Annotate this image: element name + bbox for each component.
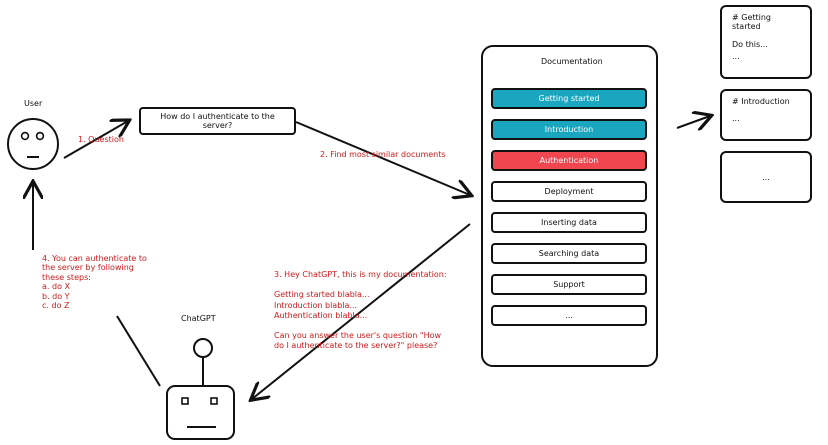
doc-item-getting-started: Getting started [491,88,647,109]
doc-item-inserting-data: Inserting data [491,212,647,233]
doc-card-body: ... [762,172,770,182]
chatgpt-robot-icon [166,338,235,440]
user-face-icon [7,118,59,170]
doc-item-label: Support [553,280,585,289]
doc-card-body: Do this... ... [732,40,768,61]
doc-card-title: # Getting started [732,13,772,31]
doc-card-title: # Introduction [732,97,790,106]
doc-card-more: ... [720,151,812,203]
arrow-user-to-question [63,121,128,159]
doc-item-label: Inserting data [541,218,597,227]
doc-item-authentication: Authentication [491,150,647,171]
doc-card-introduction: # Introduction ... [720,89,812,141]
doc-item-more: ... [491,305,647,326]
doc-card-body: ... [732,114,740,123]
doc-card-getting-started: # Getting started Do this... ... [720,5,812,79]
question-box: How do I authenticate to the server? [139,107,296,135]
doc-item-label: Deployment [544,187,594,196]
doc-item-deployment: Deployment [491,181,647,202]
doc-item-support: Support [491,274,647,295]
step4-label: 4. You can authenticate to the server by… [42,254,147,311]
doc-item-label: Getting started [538,94,600,103]
doc-item-introduction: Introduction [491,119,647,140]
user-label: User [24,99,43,108]
question-text: How do I authenticate to the server? [160,111,275,130]
doc-item-label: Authentication [539,156,599,165]
doc-item-searching-data: Searching data [491,243,647,264]
arrow-question-to-documentation [295,121,470,195]
doc-item-label: Introduction [544,125,594,134]
documentation-title: Documentation [541,57,603,66]
doc-item-label: Searching data [538,249,600,258]
arrow-documentation-to-cards [676,116,710,128]
step1-label: 1. Question [78,135,124,144]
step3-label: 3. Hey ChatGPT, this is my documentation… [274,270,447,351]
step2-label: 2. Find most similar documents [320,150,446,159]
doc-item-label: ... [565,311,573,320]
arrow-documentation-to-chatgpt [252,223,471,399]
line-chatgpt-to-answer [116,315,161,387]
chatgpt-label: ChatGPT [181,314,216,323]
